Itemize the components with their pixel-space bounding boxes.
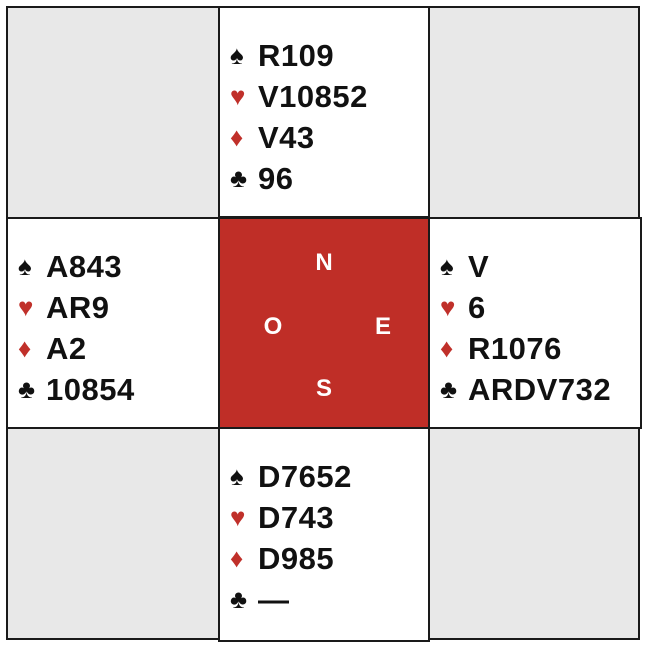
east-spades-cards: V [468, 248, 490, 284]
compass-box: N O E S [218, 217, 430, 429]
south-spades-row: ♠ D7652 [230, 456, 352, 497]
south-hand: ♠ D7652 ♥ D743 ♦ D985 ♣ — [218, 427, 430, 642]
south-diamonds-row: ♦ D985 [230, 538, 352, 579]
club-icon: ♣ [18, 374, 36, 404]
heart-icon: ♥ [230, 502, 246, 532]
east-clubs-cards: ARDV732 [468, 371, 612, 407]
south-hearts-cards: D743 [258, 499, 335, 535]
north-clubs-cards: 96 [258, 160, 294, 196]
compass-west: O [263, 313, 283, 340]
north-hand: ♠ R109 ♥ V10852 ♦ V43 ♣ 96 [218, 6, 430, 218]
south-clubs-row: ♣ — [230, 579, 352, 620]
north-diamonds-cards: V43 [258, 119, 315, 155]
spade-icon: ♠ [440, 251, 455, 281]
diamond-icon: ♦ [440, 333, 454, 363]
east-hearts-row: ♥ 6 [440, 287, 611, 328]
west-diamonds-row: ♦ A2 [18, 328, 135, 369]
east-diamonds-cards: R1076 [468, 330, 562, 366]
club-icon: ♣ [230, 584, 248, 614]
west-hand: ♠ A843 ♥ AR9 ♦ A2 ♣ 10854 [6, 217, 220, 429]
spade-icon: ♠ [18, 251, 33, 281]
east-clubs-row: ♣ ARDV732 [440, 369, 611, 410]
club-icon: ♣ [230, 163, 248, 193]
south-clubs-cards: — [258, 581, 290, 617]
compass-east: E [374, 313, 391, 340]
east-diamonds-row: ♦ R1076 [440, 328, 611, 369]
west-hearts-row: ♥ AR9 [18, 287, 135, 328]
heart-icon: ♥ [18, 292, 34, 322]
diamond-icon: ♦ [18, 333, 32, 363]
south-spades-cards: D7652 [258, 458, 352, 494]
west-spades-cards: A843 [46, 248, 123, 284]
east-spades-row: ♠ V [440, 246, 611, 287]
west-clubs-cards: 10854 [46, 371, 135, 407]
north-clubs-row: ♣ 96 [230, 158, 368, 199]
west-hearts-cards: AR9 [46, 289, 110, 325]
north-hearts-row: ♥ V10852 [230, 76, 368, 117]
heart-icon: ♥ [230, 81, 246, 111]
west-clubs-row: ♣ 10854 [18, 369, 135, 410]
spade-icon: ♠ [230, 461, 245, 491]
north-diamonds-row: ♦ V43 [230, 117, 368, 158]
north-spades-cards: R109 [258, 37, 335, 73]
south-diamonds-cards: D985 [258, 540, 335, 576]
compass-south: S [315, 375, 332, 402]
east-hand: ♠ V ♥ 6 ♦ R1076 ♣ ARDV732 [428, 217, 642, 429]
south-hearts-row: ♥ D743 [230, 497, 352, 538]
heart-icon: ♥ [440, 292, 456, 322]
east-hearts-cards: 6 [468, 289, 486, 325]
diamond-icon: ♦ [230, 543, 244, 573]
north-hearts-cards: V10852 [258, 78, 368, 114]
compass-north: N [315, 249, 333, 276]
west-spades-row: ♠ A843 [18, 246, 135, 287]
diamond-icon: ♦ [230, 122, 244, 152]
club-icon: ♣ [440, 374, 458, 404]
bridge-diagram: ♠ R109 ♥ V10852 ♦ V43 ♣ 96 ♠ A843 [6, 6, 642, 642]
west-diamonds-cards: A2 [46, 330, 87, 366]
spade-icon: ♠ [230, 40, 245, 70]
north-spades-row: ♠ R109 [230, 35, 368, 76]
